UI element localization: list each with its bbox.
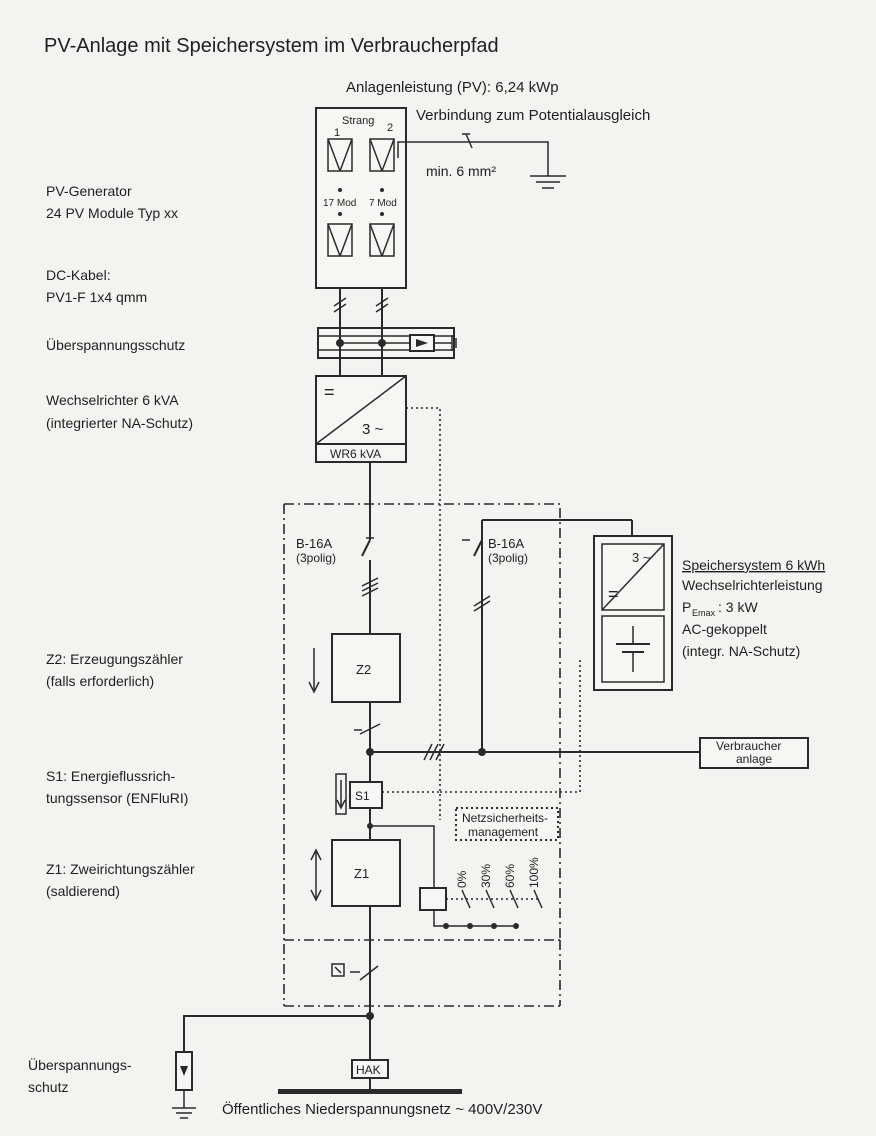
breaker-1-rating: B-16A	[296, 536, 332, 551]
dc-surge-protector	[317, 327, 457, 359]
z1-note-label: (saldierend)	[46, 883, 120, 899]
meter-z1-label: Z1	[354, 866, 369, 881]
grid-management-label-2: management	[468, 825, 539, 839]
meter-z2-label: Z2	[356, 662, 371, 677]
public-grid-label: Öffentliches Niederspannungsnetz ~ 400V/…	[222, 1100, 542, 1118]
pv-generator: Strang 1 2 17 Mod 7 Mod	[315, 107, 407, 289]
storage-power-value: : 3 kW	[718, 599, 758, 615]
battery-icon	[616, 626, 650, 672]
equipotential-bonding: Verbindung zum Potentialausgleich min. 6…	[397, 107, 650, 189]
sensor-s1-label: S1	[355, 789, 370, 803]
consumer-label: Verbraucher	[716, 739, 781, 753]
storage-power-subscript: Emax	[692, 608, 716, 618]
z2-description-label: Z2: Erzeugungszähler	[46, 651, 183, 667]
storage-na-protection-label: (integr. NA-Schutz)	[682, 643, 800, 659]
surge-protection-label: Überspannungsschutz	[46, 336, 185, 353]
grid-busbar	[278, 1089, 462, 1094]
z2-note-label: (falls erforderlich)	[46, 673, 154, 689]
breaker-1-poles: (3polig)	[296, 551, 336, 565]
level-30-label: 30%	[479, 864, 493, 888]
pv-module-icon	[327, 138, 353, 172]
dc-cable-type-label: PV1-F 1x4 qmm	[46, 289, 147, 305]
dc-cable-label: DC-Kabel:	[46, 267, 111, 283]
grid-management-label: Netzsicherheits-	[462, 811, 548, 825]
bottom-surge-protector	[172, 1051, 196, 1119]
hak-label: HAK	[356, 1063, 381, 1077]
storage-power-symbol: P	[682, 599, 691, 615]
level-0-label: 0%	[455, 870, 469, 888]
storage-coupling-label: AC-gekoppelt	[682, 621, 767, 637]
storage-title: Speichersystem 6 kWh	[682, 557, 825, 573]
string-1-modules: 17 Mod	[323, 198, 356, 209]
equipotential-cross-section: min. 6 mm²	[426, 163, 496, 179]
arrow-down-icon	[310, 889, 322, 902]
arrester-icon	[180, 1066, 188, 1076]
page-title: PV-Anlage mit Speichersystem im Verbrauc…	[44, 35, 499, 57]
s1-description-label: S1: Energieflussrich-	[46, 768, 176, 784]
surge-bottom-label-2: schutz	[28, 1079, 68, 1095]
arrow-down-icon	[308, 681, 320, 694]
inverter-ac-symbol: 3 ~	[362, 421, 384, 438]
consumer-installation: Verbraucher anlage	[699, 737, 809, 769]
pv-module-icon	[369, 138, 395, 172]
sensor-s1: S1	[335, 773, 383, 815]
inverter-label: Wechselrichter 6 kVA	[46, 392, 179, 408]
pv-generator-label: PV-Generator	[46, 183, 132, 199]
strang-1-label: 1	[334, 127, 340, 139]
pv-module-icon	[369, 223, 395, 257]
breaker-2: B-16A (3polig)	[462, 536, 528, 565]
storage-system: 3 ~ =	[593, 535, 673, 691]
inverter-na-protection-label: (integrierter NA-Schutz)	[46, 415, 193, 431]
equipotential-label: Verbindung zum Potentialausgleich	[416, 107, 650, 124]
house-connection-box: HAK	[351, 1059, 389, 1079]
pv-generator-modules-label: 24 PV Module Typ xx	[46, 205, 178, 221]
strang-2-label: 2	[387, 122, 393, 134]
pv-module-icon	[327, 223, 353, 257]
breaker-2-rating: B-16A	[488, 536, 524, 551]
s1-sensor-label: tungssensor (ENFluRI)	[46, 790, 188, 806]
string-2-modules: 7 Mod	[369, 198, 397, 209]
consumer-label-2: anlage	[736, 752, 772, 766]
inverter-tag: WR6 kVA	[330, 447, 381, 461]
ground-icon	[172, 1107, 196, 1119]
meter-z1: Z1	[310, 839, 401, 907]
level-100-label: 100%	[527, 857, 541, 888]
inverter-box: = 3 ~ WR6 kVA	[315, 375, 407, 463]
inverter-dc-symbol: =	[324, 382, 335, 402]
breaker-2-poles: (3polig)	[488, 551, 528, 565]
ground-icon	[530, 175, 566, 189]
meter-z2: Z2	[308, 633, 401, 703]
storage-inverter-power-label: Wechselrichterleistung	[682, 577, 823, 593]
level-60-label: 60%	[503, 864, 517, 888]
main-switch	[331, 963, 379, 981]
plant-power-label: Anlagenleistung (PV): 6,24 kWp	[346, 79, 559, 96]
storage-dc-symbol: =	[608, 584, 619, 604]
strang-label: Strang	[342, 115, 374, 127]
arrow-down-icon	[336, 799, 346, 810]
grid-security-management: Netzsicherheits- management 0% 30% 60% 1…	[419, 807, 559, 929]
storage-ac-symbol: 3 ~	[632, 550, 651, 565]
z1-description-label: Z1: Zweirichtungszähler	[46, 861, 195, 877]
dc-cable-marks	[333, 297, 389, 313]
arrow-up-icon	[310, 848, 322, 861]
arrester-icon	[416, 339, 428, 347]
surge-bottom-label: Überspannungs-	[28, 1056, 132, 1073]
breaker-1: B-16A (3polig)	[296, 536, 374, 565]
